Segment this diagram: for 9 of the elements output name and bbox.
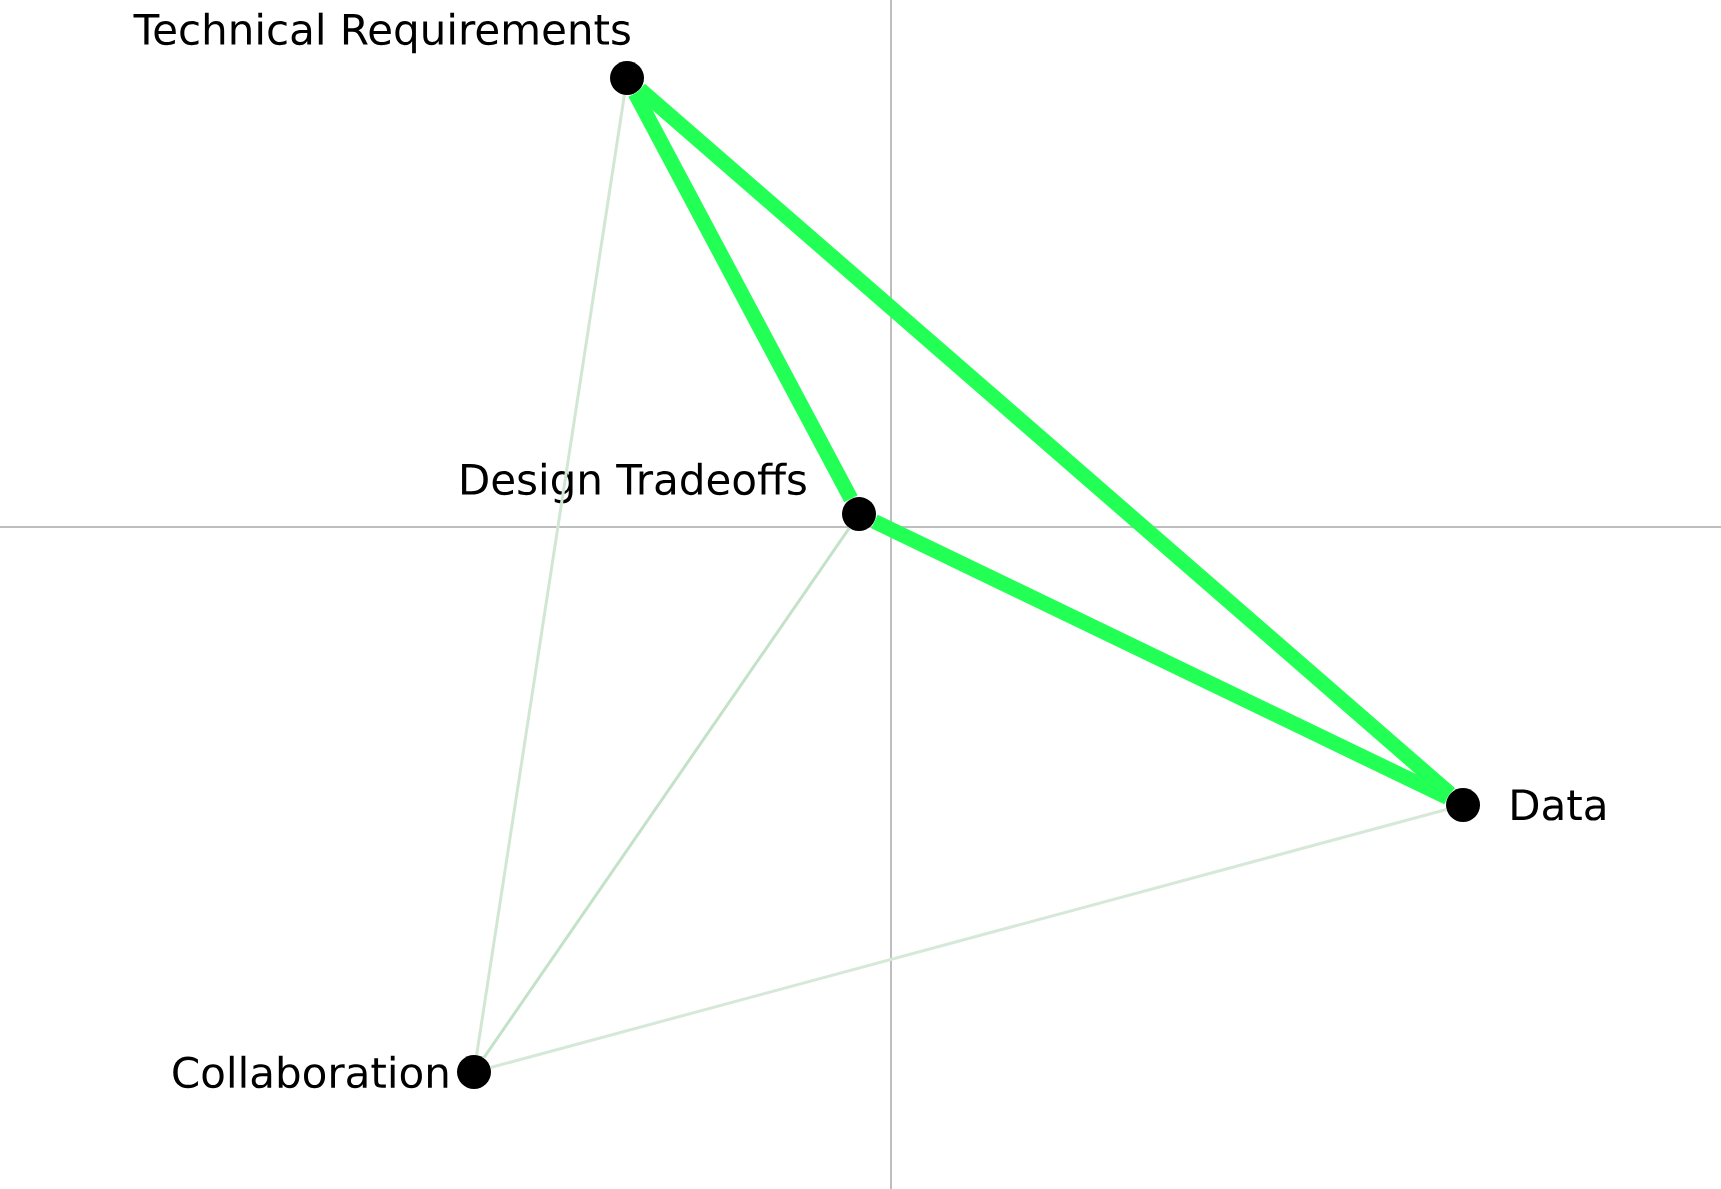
connector-line — [628, 89, 858, 503]
point-label: Data — [1512, 789, 1605, 821]
connector-line — [871, 514, 1451, 805]
point-label: Technical Requirements — [133, 12, 630, 54]
point-label: Collaboration — [173, 1055, 448, 1089]
point-label: Design Tradeoffs — [462, 462, 806, 504]
connector-line — [482, 527, 851, 1059]
connector-line — [490, 808, 1447, 1069]
connector-line — [475, 94, 626, 1056]
